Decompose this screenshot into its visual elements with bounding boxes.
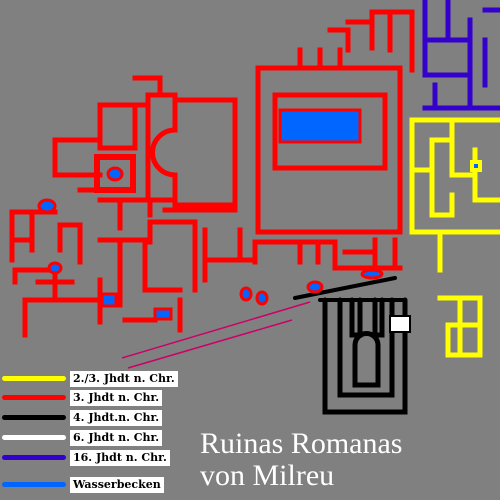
legend-swatch: [2, 395, 66, 400]
legend-label: Wasserbecken: [70, 477, 164, 493]
legend-label: 6. Jhdt n. Chr.: [70, 430, 163, 446]
walls-3rd-century: [9, 9, 415, 338]
yellow-marker-dot: [474, 164, 478, 168]
water-basins: [37, 108, 384, 321]
legend-label: 16. Jhdt n. Chr.: [70, 450, 170, 466]
legend-label: 2./3. Jhdt n. Chr.: [70, 371, 178, 387]
legend-swatch: [2, 435, 66, 440]
legend-label: 3. Jhdt n. Chr.: [70, 390, 163, 406]
white-structure: [389, 315, 411, 333]
legend-swatch: [2, 415, 66, 420]
map-title-line-1: Ruinas Romanas: [200, 427, 403, 460]
legend-swatch: [2, 376, 66, 381]
legend-swatch: [2, 482, 66, 487]
legend-swatch: [2, 455, 66, 460]
walls-16th-century: [422, 0, 500, 111]
map-title: Ruinas Romanas von Milreu: [200, 428, 403, 492]
walls-4th-century: [293, 276, 408, 415]
legend-label: 4. Jhdt.n. Chr.: [70, 410, 163, 426]
diagonal-walls: [121, 301, 311, 369]
map-title-line-2: von Milreu: [200, 459, 335, 492]
walls-2nd-3rd-century: [409, 117, 500, 358]
